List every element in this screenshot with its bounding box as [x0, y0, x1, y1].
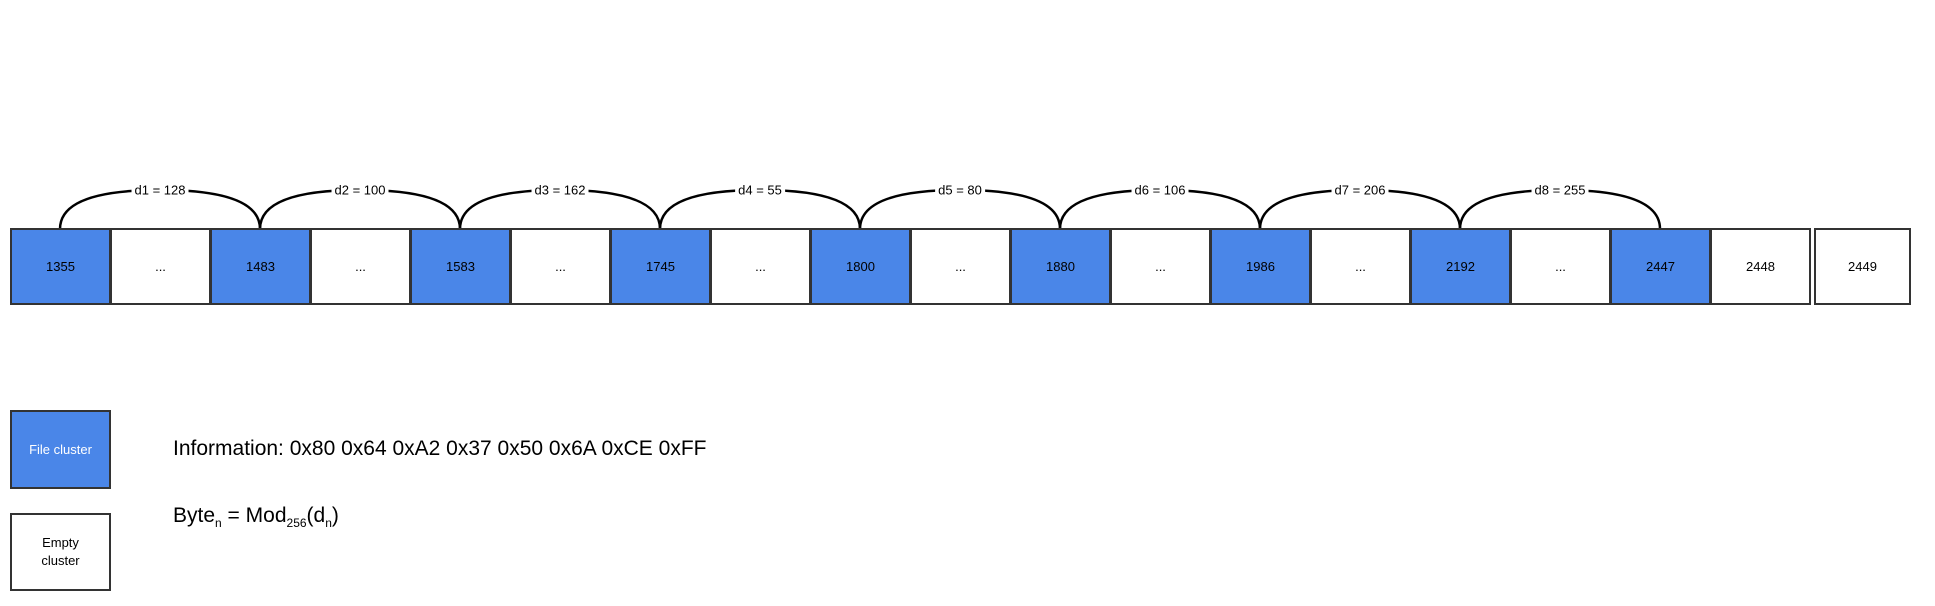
- file-cluster-cell: 2447: [1610, 228, 1711, 305]
- distance-label: d8 = 255: [1531, 182, 1589, 198]
- distance-label: d4 = 55: [735, 182, 785, 198]
- formula-subscript: n: [325, 516, 332, 531]
- empty-cluster-cell: ...: [1310, 228, 1411, 305]
- distance-label: d5 = 80: [935, 182, 985, 198]
- distance-label: d1 = 128: [131, 182, 189, 198]
- distance-label: d3 = 162: [531, 182, 589, 198]
- byte-formula: Byten = Mod256(dn): [173, 504, 339, 531]
- formula-subscript: n: [215, 516, 222, 531]
- file-cluster-cell: 1583: [410, 228, 511, 305]
- file-cluster-cell: 1880: [1010, 228, 1111, 305]
- formula-text: (d: [306, 504, 326, 527]
- empty-cluster-cell: ...: [1510, 228, 1611, 305]
- empty-cluster-cell: ...: [1110, 228, 1211, 305]
- file-cluster-cell: 1355: [10, 228, 111, 305]
- distance-label: d2 = 100: [331, 182, 389, 198]
- file-cluster-cell: 1986: [1210, 228, 1311, 305]
- formula-text: Byte: [173, 504, 216, 527]
- file-cluster-cell: 2192: [1410, 228, 1511, 305]
- legend-file-cluster: File cluster: [10, 410, 111, 489]
- formula-text: ): [331, 504, 339, 527]
- distance-arcs-layer: [58, 188, 1662, 231]
- file-cluster-cell: 1745: [610, 228, 711, 305]
- distance-label: d6 = 106: [1131, 182, 1189, 198]
- empty-cluster-cell: 2448: [1710, 228, 1811, 305]
- file-cluster-cell: 1800: [810, 228, 911, 305]
- empty-cluster-cell: 2449: [1814, 228, 1911, 305]
- empty-cluster-cell: ...: [710, 228, 811, 305]
- file-cluster-cell: 1483: [210, 228, 311, 305]
- legend-file-cluster-label: File cluster: [29, 441, 92, 457]
- empty-cluster-cell: ...: [110, 228, 211, 305]
- empty-cluster-cell: ...: [510, 228, 611, 305]
- empty-cluster-cell: ...: [310, 228, 411, 305]
- distance-label: d7 = 206: [1331, 182, 1389, 198]
- empty-cluster-cell: ...: [910, 228, 1011, 305]
- information-text: Information: 0x80 0x64 0xA2 0x37 0x50 0x…: [173, 437, 707, 460]
- formula-subscript: 256: [286, 516, 307, 531]
- formula-text: = Mod: [221, 504, 287, 527]
